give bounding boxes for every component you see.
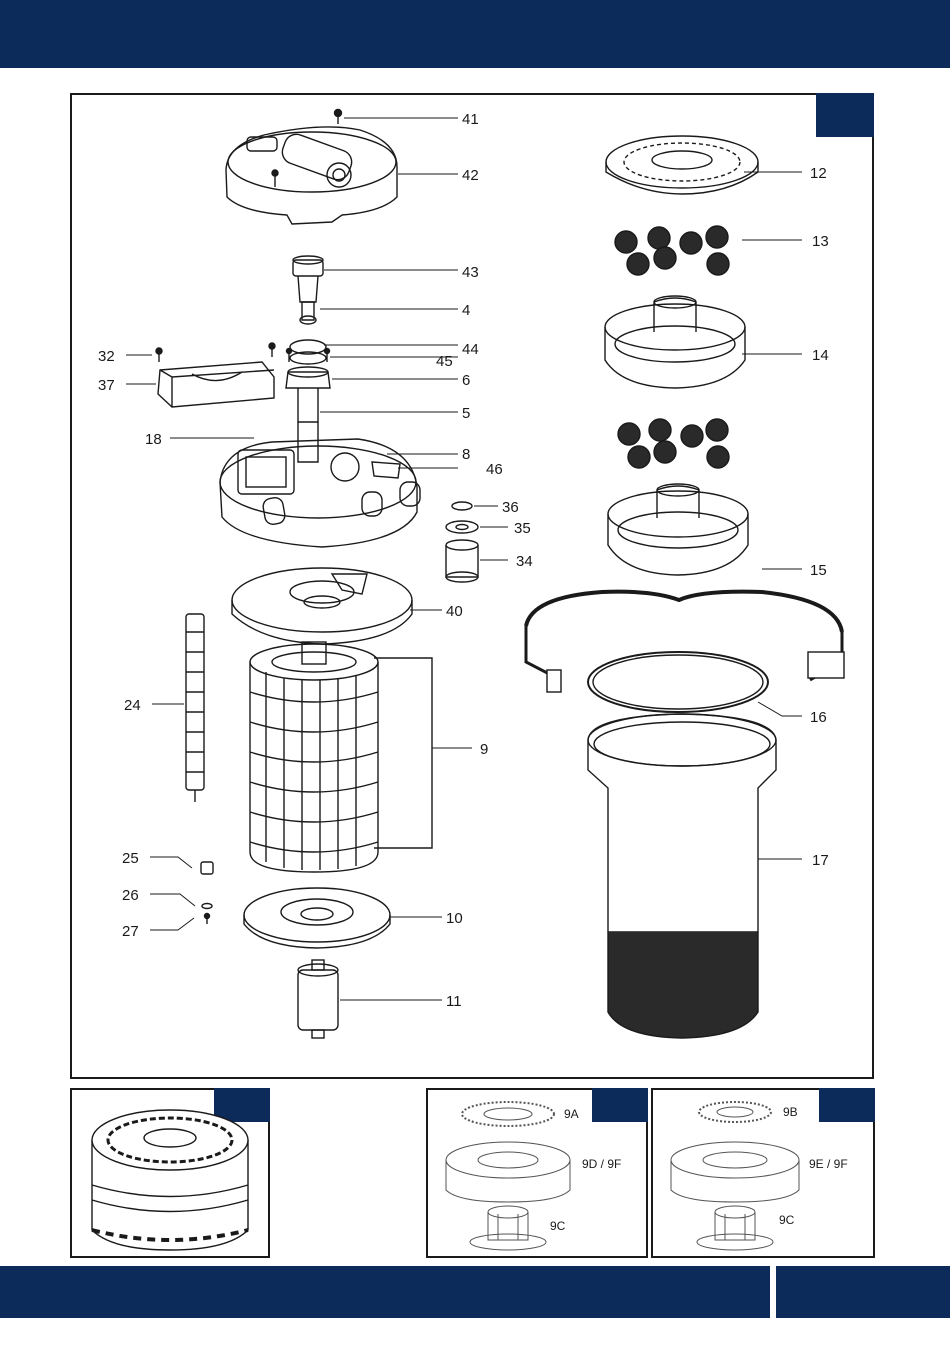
small-parts-25-27 (201, 862, 213, 924)
foam-stack-9 (250, 642, 432, 872)
foam-variant-b-drawing: 9A 9D / 9F 9C (428, 1090, 646, 1256)
header-bar (0, 0, 950, 68)
label-9e-9f: 9E / 9F (809, 1157, 848, 1171)
screw-41 (335, 110, 342, 125)
callout-44: 44 (462, 341, 479, 358)
callout-36: 36 (502, 499, 519, 516)
clamp-ring-15 (526, 592, 844, 692)
assembled-module-panel (70, 1088, 270, 1258)
callout-46: 46 (486, 461, 503, 478)
callout-27: 27 (122, 923, 139, 940)
callout-37: 37 (98, 377, 115, 394)
foam-variant-c-drawing: 9B 9E / 9F 9C (653, 1090, 873, 1256)
callout-11: 11 (446, 993, 462, 1010)
callout-4: 4 (462, 302, 470, 319)
callout-12: 12 (810, 165, 827, 182)
callout-6: 6 (462, 372, 470, 389)
plate-10 (244, 888, 390, 948)
label-9c: 9C (550, 1219, 566, 1233)
callout-9: 9 (480, 741, 488, 758)
callout-10: 10 (446, 910, 463, 927)
brush-24 (186, 614, 204, 802)
label-9b: 9B (783, 1105, 798, 1119)
plate-40 (232, 568, 412, 644)
callout-15: 15 (810, 562, 827, 579)
valve-parts (446, 502, 478, 582)
footer-bar (0, 1266, 770, 1318)
basket-14b (608, 484, 748, 575)
assembled-module-drawing (72, 1090, 268, 1256)
grid-12 (606, 136, 758, 194)
cover-37 (156, 343, 275, 407)
callout-24: 24 (124, 697, 141, 714)
foam-variant-c-panel: 9B 9E / 9F 9C (651, 1088, 875, 1258)
exploded-diagram: 41 42 43 4 44 45 6 5 8 46 36 35 34 40 9 … (72, 95, 872, 1077)
uvc-11 (298, 960, 338, 1038)
callout-16: 16 (810, 709, 827, 726)
callout-40: 40 (446, 603, 463, 620)
callout-5: 5 (462, 405, 470, 422)
callout-35: 35 (514, 520, 531, 537)
callout-14: 14 (812, 347, 829, 364)
exploded-view-panel: 41 42 43 4 44 45 6 5 8 46 36 35 34 40 9 … (70, 93, 874, 1079)
housing-17 (588, 714, 776, 1038)
shaft-assembly (286, 256, 330, 422)
label-9d-9f: 9D / 9F (582, 1157, 621, 1171)
callout-17: 17 (812, 852, 829, 869)
callout-34: 34 (516, 553, 533, 570)
bio-balls-13 (615, 226, 729, 275)
callout-13: 13 (812, 233, 829, 250)
foam-variant-b-panel: 9A 9D / 9F 9C (426, 1088, 648, 1258)
callout-41: 41 (462, 111, 479, 128)
callout-45: 45 (436, 353, 453, 370)
page-number-box (776, 1266, 950, 1318)
callout-43: 43 (462, 264, 479, 281)
callout-26: 26 (122, 887, 139, 904)
callout-8: 8 (462, 446, 470, 463)
basket-14 (605, 296, 745, 388)
lid-42 (226, 127, 397, 224)
label-9a: 9A (564, 1107, 579, 1121)
callout-32: 32 (98, 348, 115, 365)
callout-25: 25 (122, 850, 139, 867)
bio-balls-13b (618, 419, 729, 468)
callout-18: 18 (145, 431, 162, 448)
filter-head (220, 422, 420, 547)
label-9c: 9C (779, 1213, 795, 1227)
o-ring-16 (588, 652, 768, 712)
callout-42: 42 (462, 167, 479, 184)
